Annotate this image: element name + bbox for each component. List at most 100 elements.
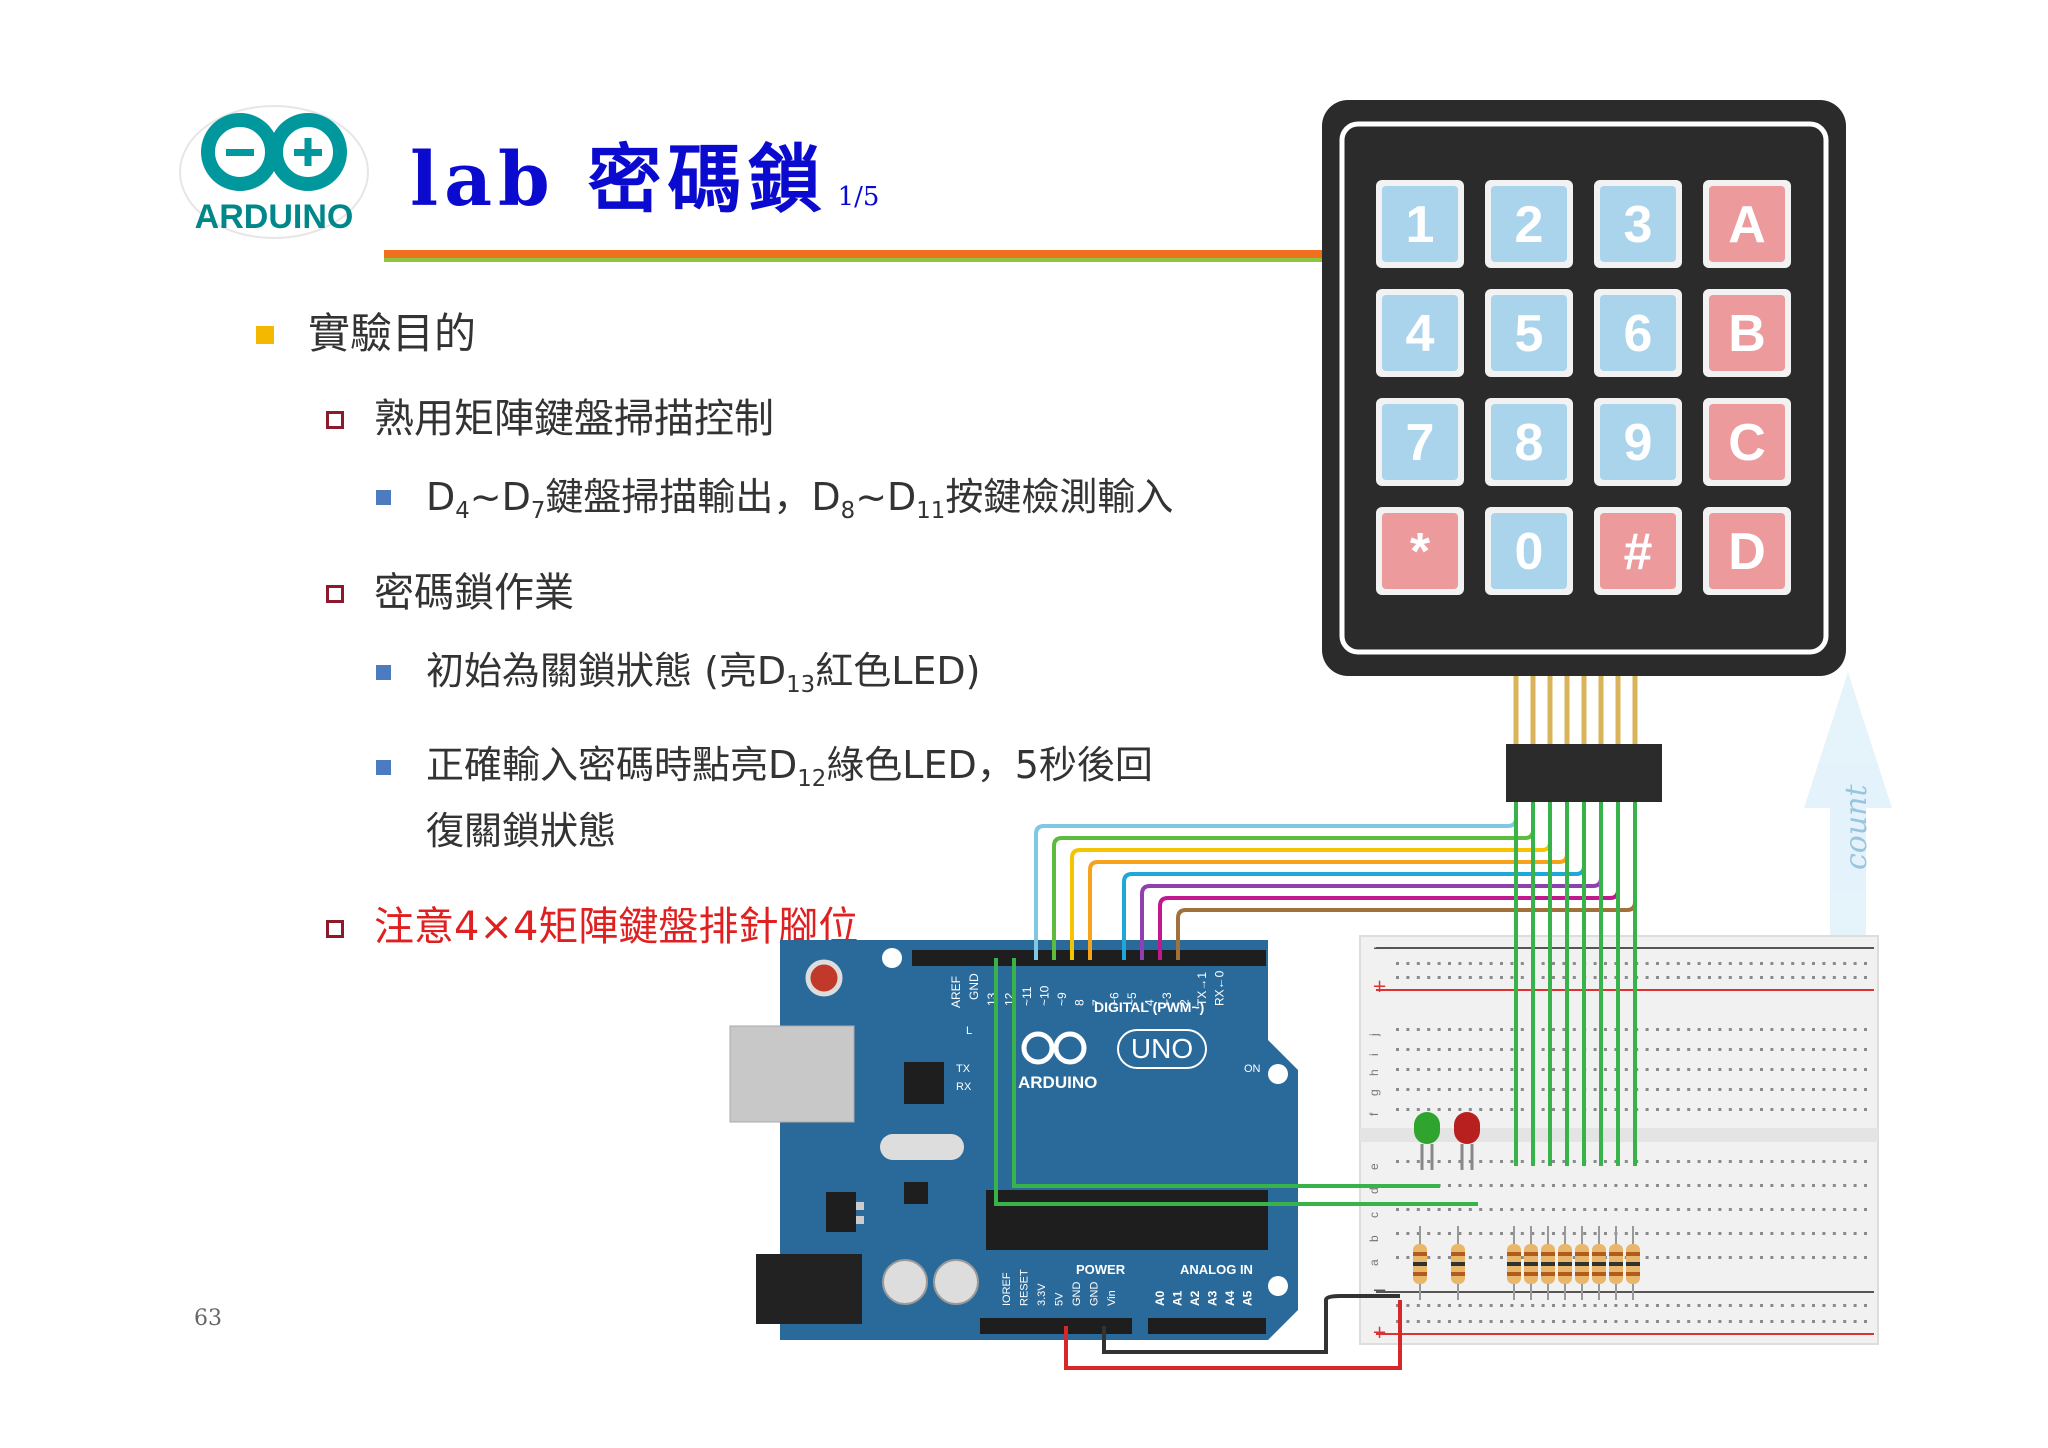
board-power-label: POWER <box>1076 1262 1126 1277</box>
resistor <box>1451 1226 1465 1300</box>
board-tx-label: TX <box>956 1063 971 1075</box>
power-jack <box>756 1254 862 1324</box>
analog-pin-label: A1 <box>1171 1290 1185 1306</box>
board-uno: UNO <box>1131 1033 1193 1064</box>
resistor <box>1507 1226 1521 1300</box>
keypad-key[interactable]: # <box>1594 507 1682 595</box>
keypad-key-label: 9 <box>1624 414 1653 472</box>
analog-pin-label: A0 <box>1153 1290 1167 1306</box>
row-letter: j <box>1367 1033 1381 1037</box>
digital-pin-label: ~11 <box>1020 986 1034 1006</box>
keypad-key[interactable]: 5 <box>1485 289 1573 377</box>
bullet-objective: 實驗目的 <box>308 309 477 358</box>
row-letter: i <box>1367 1053 1381 1056</box>
green-led <box>1414 1112 1440 1144</box>
resistor <box>1575 1226 1589 1300</box>
bullet-marker <box>326 920 344 938</box>
row-letter: h <box>1367 1069 1381 1076</box>
analog-pin-label: A4 <box>1223 1290 1237 1306</box>
keypad-key-label: 3 <box>1624 196 1653 254</box>
row-letter: d <box>1367 1187 1381 1194</box>
keypad-key[interactable]: 4 <box>1376 289 1464 377</box>
row-letter: g <box>1367 1089 1381 1096</box>
bullet-marker <box>256 326 274 344</box>
logo-text: ARDUINO <box>195 198 354 236</box>
keypad-key[interactable]: B <box>1703 289 1791 377</box>
up-arrow: count <box>1804 672 1892 940</box>
bullet-marker <box>376 665 391 680</box>
resistor <box>1558 1226 1572 1300</box>
resistor <box>1413 1226 1427 1300</box>
keypad-key[interactable]: 6 <box>1594 289 1682 377</box>
keypad-key-label: 7 <box>1406 414 1435 472</box>
rail-minus: − <box>1372 938 1387 959</box>
bullet-correct-password-line2: 復關鎖狀態 <box>426 809 617 853</box>
keypad-key[interactable]: D <box>1703 507 1791 595</box>
keypad-key-label: 2 <box>1515 196 1544 254</box>
board-digital-label: DIGITAL (PWM~) <box>1094 999 1204 1015</box>
bullet-pin-usage: D4~D7鍵盤掃描輸出，D8~D11按鍵檢測輸入 <box>426 475 1174 524</box>
bullet-marker <box>376 490 391 505</box>
row-letter: f <box>1367 1112 1381 1116</box>
power-pin-label: GND <box>1071 1282 1083 1307</box>
leds <box>1414 1112 1480 1170</box>
keypad-key[interactable]: 1 <box>1376 180 1464 268</box>
board-on-label: ON <box>1244 1063 1261 1075</box>
keypad-key[interactable]: 0 <box>1485 507 1573 595</box>
keypad-key-label: 6 <box>1624 305 1653 363</box>
resistor <box>1541 1226 1555 1300</box>
board-brand: ARDUINO <box>1018 1073 1097 1092</box>
rail-plus: + <box>1372 976 1387 997</box>
title-text: lab 密碼鎖 <box>410 137 828 223</box>
title-page-fraction: 1/5 <box>837 182 880 212</box>
keypad-key[interactable]: 3 <box>1594 180 1682 268</box>
bullet-initial-state: 初始為關鎖狀態 (亮D13紅色LED) <box>426 649 981 698</box>
resistor <box>1524 1226 1538 1300</box>
led-wire-red <box>994 958 1478 1206</box>
atmega-chip <box>986 1190 1268 1250</box>
keypad-key[interactable]: * <box>1376 507 1464 595</box>
row-letter: a <box>1367 1259 1381 1266</box>
digital-pin-label: 8 <box>1073 999 1087 1006</box>
keypad-key[interactable]: 8 <box>1485 398 1573 486</box>
digital-pin-label: 4 <box>1143 999 1157 1006</box>
resistor <box>1626 1226 1640 1300</box>
red-led <box>1454 1112 1480 1144</box>
title-rule-green <box>384 258 1324 262</box>
keypad-key-label: * <box>1410 523 1431 581</box>
analog-pin-label: A2 <box>1188 1290 1202 1306</box>
keypad-key-label: 5 <box>1515 305 1544 363</box>
keypad-key[interactable]: C <box>1703 398 1791 486</box>
digital-pin-label: ~9 <box>1055 992 1069 1006</box>
digital-pin-label: ~3 <box>1160 992 1174 1006</box>
keypad-key[interactable]: A <box>1703 180 1791 268</box>
ground-wire <box>1102 1294 1400 1354</box>
digital-pin-label: RX←0 <box>1213 970 1227 1006</box>
arduino-uno: ARDUINO UNO DIGITAL (PWM~) POWER ANALOG … <box>729 940 1298 1340</box>
digital-pin-label: ~5 <box>1125 992 1139 1006</box>
board-rx-label: RX <box>956 1081 972 1093</box>
resistor <box>1609 1226 1623 1300</box>
bullet-correct-password: 正確輸入密碼時點亮D12綠色LED，5秒後回 <box>426 743 1153 792</box>
wires <box>994 802 1637 1370</box>
digital-pin-label: 7 <box>1090 999 1104 1006</box>
digital-pin-label: ~10 <box>1038 985 1052 1006</box>
rail-plus-bottom: + <box>1372 1322 1387 1343</box>
arrow-label: count <box>1839 783 1874 870</box>
resistors <box>1413 1226 1640 1300</box>
keypad-key-label: B <box>1728 305 1766 363</box>
power-wire <box>1064 1300 1402 1370</box>
analog-pin-label: A3 <box>1206 1290 1220 1306</box>
keypad-key[interactable]: 2 <box>1485 180 1573 268</box>
arduino-logo: ARDUINO <box>179 105 369 239</box>
row-letter: e <box>1367 1163 1381 1170</box>
power-pin-label: GND <box>1089 1282 1101 1307</box>
row-letter: c <box>1367 1212 1381 1218</box>
keypad-key-label: 4 <box>1406 305 1435 363</box>
board-aref: AREF <box>949 976 963 1008</box>
keypad-key[interactable]: 7 <box>1376 398 1464 486</box>
keypad-key[interactable]: 9 <box>1594 398 1682 486</box>
